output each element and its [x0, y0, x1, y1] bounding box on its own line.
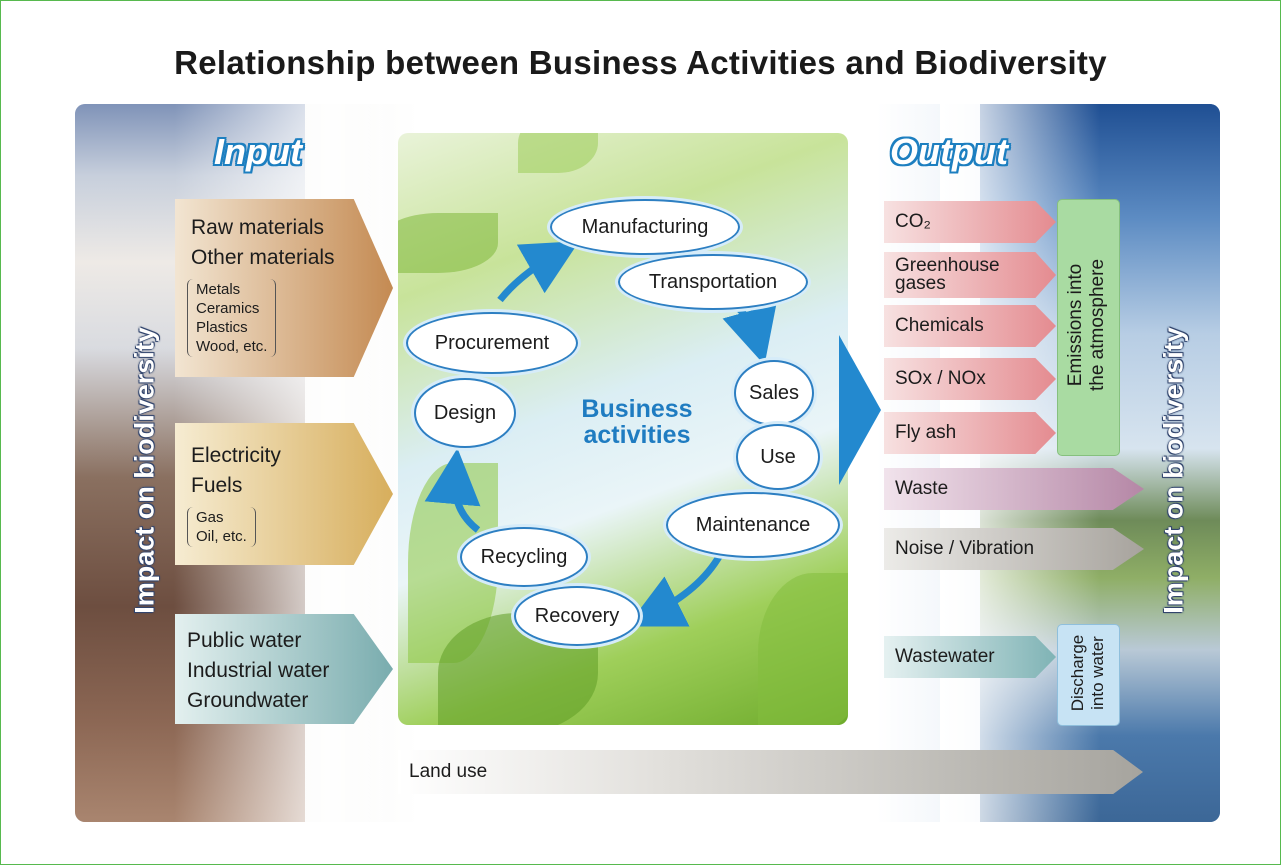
- input-arrow-materials: Raw materials Other materials Metals Cer…: [175, 199, 393, 377]
- input-detail: Metals: [196, 281, 241, 298]
- cycle-node-recycling: Recycling: [460, 527, 588, 587]
- input-detail-bracket: Gas Oil, etc.: [187, 507, 256, 547]
- input-detail: Wood, etc.: [196, 338, 268, 355]
- output-label: Noise / Vibration: [895, 538, 1035, 559]
- center-label-line: Business: [581, 395, 693, 423]
- land-use-arrow: Land use: [398, 750, 1143, 794]
- output-arrow-wastewater: Wastewater: [884, 636, 1056, 678]
- input-line: Groundwater: [187, 689, 309, 712]
- input-line: Public water: [187, 629, 302, 652]
- output-label: SOx / NOx: [895, 368, 986, 389]
- input-line: Raw materials: [191, 216, 325, 239]
- output-arrow-chemicals: Chemicals: [884, 305, 1056, 347]
- input-detail: Plastics: [196, 319, 248, 336]
- water-discharge-box: Discharge into water: [1057, 624, 1120, 726]
- land-use-label: Land use: [409, 761, 488, 782]
- output-heading: Output: [890, 131, 1008, 172]
- atmosphere-emissions-label: Emissions into the atmosphere: [1065, 200, 1109, 450]
- cycle-node-design: Design: [414, 378, 516, 448]
- input-arrow-energy: Electricity Fuels Gas Oil, etc.: [175, 423, 393, 565]
- output-label: Chemicals: [895, 315, 984, 336]
- output-label: CO₂: [895, 211, 931, 232]
- output-label: Fly ash: [895, 422, 957, 443]
- cycle-node-use: Use: [736, 424, 820, 490]
- diagram-title: Relationship between Business Activities…: [174, 44, 1107, 81]
- center-label-line: activities: [583, 421, 691, 449]
- output-arrow-fly-ash: Fly ash: [884, 412, 1056, 454]
- input-arrow-water: Public water Industrial water Groundwate…: [175, 614, 393, 724]
- atmosphere-emissions-box: Emissions into the atmosphere: [1057, 199, 1120, 456]
- input-detail: Gas: [196, 509, 224, 526]
- impact-label-left: Impact on biodiversity: [129, 327, 160, 614]
- input-line: Industrial water: [187, 659, 330, 682]
- cycle-node-manufacturing: Manufacturing: [550, 199, 740, 255]
- output-arrow-waste: Waste: [884, 468, 1144, 510]
- input-line: Electricity: [191, 444, 281, 467]
- cycle-node-recovery: Recovery: [514, 586, 640, 646]
- water-discharge-label: Discharge into water: [1068, 623, 1108, 723]
- group-label-line: Discharge: [1068, 634, 1087, 712]
- input-heading: Input: [214, 131, 302, 172]
- center-label: Business activities: [552, 396, 722, 448]
- group-label-line: the atmosphere: [1087, 258, 1108, 392]
- cycle-node-transportation: Transportation: [618, 254, 808, 310]
- output-arrow-noise: Noise / Vibration: [884, 528, 1144, 570]
- input-detail-bracket: Metals Ceramics Plastics Wood, etc.: [187, 279, 277, 357]
- cycle-node-procurement: Procurement: [406, 312, 578, 374]
- group-label-line: Emissions into: [1065, 263, 1086, 387]
- input-detail: Ceramics: [196, 300, 260, 317]
- cycle-node-maintenance: Maintenance: [666, 492, 840, 558]
- output-arrow-co2: CO₂: [884, 201, 1056, 243]
- output-label: Wastewater: [895, 646, 995, 667]
- group-label-line: into water: [1088, 636, 1107, 710]
- leaf-decoration: [758, 573, 848, 725]
- output-label: Greenhouse gases: [895, 255, 1000, 294]
- impact-label-right: Impact on biodiversity: [1158, 327, 1189, 614]
- output-label: Waste: [895, 478, 949, 499]
- input-line: Fuels: [191, 474, 243, 497]
- leaf-decoration: [518, 133, 598, 173]
- input-detail: Oil, etc.: [196, 528, 247, 545]
- output-arrow-sox-nox: SOx / NOx: [884, 358, 1056, 400]
- cycle-node-sales: Sales: [734, 360, 814, 426]
- output-arrow-greenhouse: Greenhouse gases: [884, 252, 1056, 298]
- input-line: Other materials: [191, 246, 335, 269]
- leaf-decoration: [398, 213, 498, 273]
